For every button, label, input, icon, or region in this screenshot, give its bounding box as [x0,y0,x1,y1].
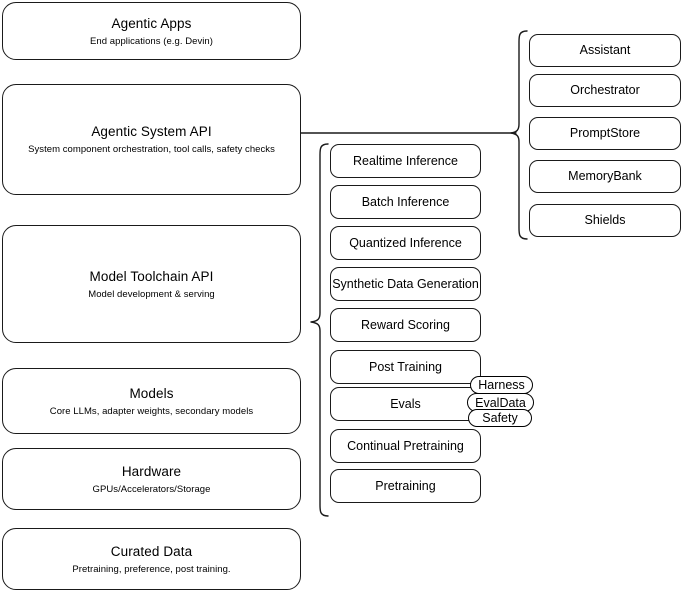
toolchain-box-evals[interactable]: Evals [330,387,481,421]
toolchain-box-reward-scoring[interactable]: Reward Scoring [330,308,481,342]
agentic-system-box-orchestrator[interactable]: Orchestrator [529,74,681,107]
layer-box-agentic-apps[interactable]: Agentic Apps End applications (e.g. Devi… [2,2,301,60]
toolchain-label: Evals [390,396,421,411]
eval-pill-harness[interactable]: Harness [470,376,533,394]
layer-box-agentic-system-api[interactable]: Agentic System API System component orch… [2,84,301,195]
toolchain-label: Post Training [369,359,442,374]
agentic-system-box-assistant[interactable]: Assistant [529,34,681,67]
toolchain-label: Realtime Inference [353,153,458,168]
brace-model-toolchain [310,143,329,517]
toolchain-box-realtime-inference[interactable]: Realtime Inference [330,144,481,178]
layer-subtitle: Pretraining, preference, post training. [72,563,231,575]
eval-pill-safety[interactable]: Safety [468,409,532,427]
toolchain-box-post-training[interactable]: Post Training [330,350,481,384]
toolchain-box-synthetic-data-generation[interactable]: Synthetic Data Generation [330,267,481,301]
layer-box-model-toolchain-api[interactable]: Model Toolchain API Model development & … [2,225,301,343]
toolchain-box-pretraining[interactable]: Pretraining [330,469,481,503]
agentic-system-label: Shields [584,213,626,227]
layer-box-hardware[interactable]: Hardware GPUs/Accelerators/Storage [2,448,301,510]
toolchain-label: Synthetic Data Generation [332,276,479,291]
layer-subtitle: System component orchestration, tool cal… [28,144,275,155]
layer-subtitle: End applications (e.g. Devin) [90,35,213,47]
layer-title: Hardware [121,463,182,479]
toolchain-label: Batch Inference [361,194,450,209]
layer-subtitle: GPUs/Accelerators/Storage [92,483,211,495]
layer-title: Models [129,385,174,401]
agentic-system-label: Assistant [579,43,631,57]
layer-title: Curated Data [110,543,193,559]
toolchain-box-quantized-inference[interactable]: Quantized Inference [330,226,481,260]
layer-box-curated-data[interactable]: Curated Data Pretraining, preference, po… [2,528,301,590]
layer-title: Agentic System API [91,124,212,139]
layer-title: Model Toolchain API [89,268,214,284]
layer-subtitle: Model development & serving [88,288,215,300]
toolchain-label: Reward Scoring [361,317,450,332]
layer-title: Agentic Apps [111,15,192,31]
toolchain-label: Continual Pretraining [347,438,464,453]
toolchain-box-batch-inference[interactable]: Batch Inference [330,185,481,219]
agentic-system-box-memorybank[interactable]: MemoryBank [529,160,681,193]
toolchain-label: Quantized Inference [349,235,462,250]
agentic-system-box-promptstore[interactable]: PromptStore [529,117,681,150]
toolchain-label: Pretraining [375,478,436,493]
agentic-system-box-shields[interactable]: Shields [529,204,681,237]
brace-agentic-system [510,30,528,240]
agentic-system-label: PromptStore [569,126,641,140]
agentic-system-label: Orchestrator [570,83,640,97]
layer-box-models[interactable]: Models Core LLMs, adapter weights, secon… [2,368,301,434]
layer-subtitle: Core LLMs, adapter weights, secondary mo… [49,405,254,417]
agentic-system-label: MemoryBank [568,169,642,183]
toolchain-box-continual-pretraining[interactable]: Continual Pretraining [330,429,481,463]
